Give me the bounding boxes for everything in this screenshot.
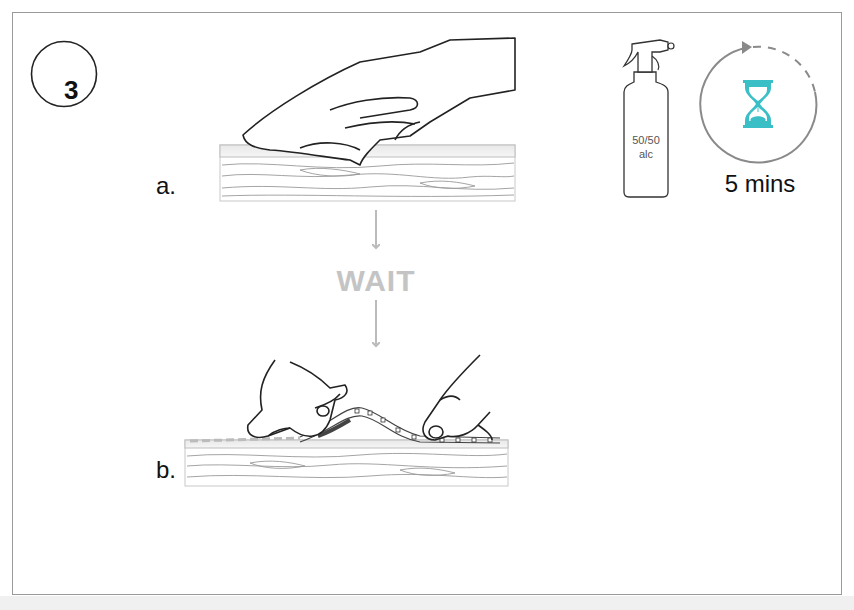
spray-head (624, 40, 668, 72)
bottle-body (624, 72, 668, 197)
timer-icon (700, 41, 816, 162)
nozzle (668, 43, 674, 49)
step-letter: b. (156, 456, 176, 484)
bottle-label: 50/50 alc (624, 134, 668, 162)
node-outline (616, 30, 678, 198)
flow-arrow (375, 210, 377, 248)
step-number-circle: 3 (30, 40, 98, 108)
circle-outline (32, 42, 97, 107)
left-hand (248, 360, 347, 437)
frame (13, 13, 842, 595)
spray-bottle: 50/50 alc (616, 30, 678, 198)
duration-label: 5 mins (725, 170, 796, 198)
step-number: 3 (64, 74, 78, 107)
right-hand (423, 355, 492, 440)
step-letter: a. (156, 172, 176, 200)
trigger (652, 56, 659, 70)
wood-plank-b (185, 440, 508, 486)
bottom-band (0, 596, 854, 610)
wait-label: WAIT (337, 264, 416, 298)
flow-arrow (375, 300, 377, 346)
hand-wiping-cloth (243, 38, 515, 165)
